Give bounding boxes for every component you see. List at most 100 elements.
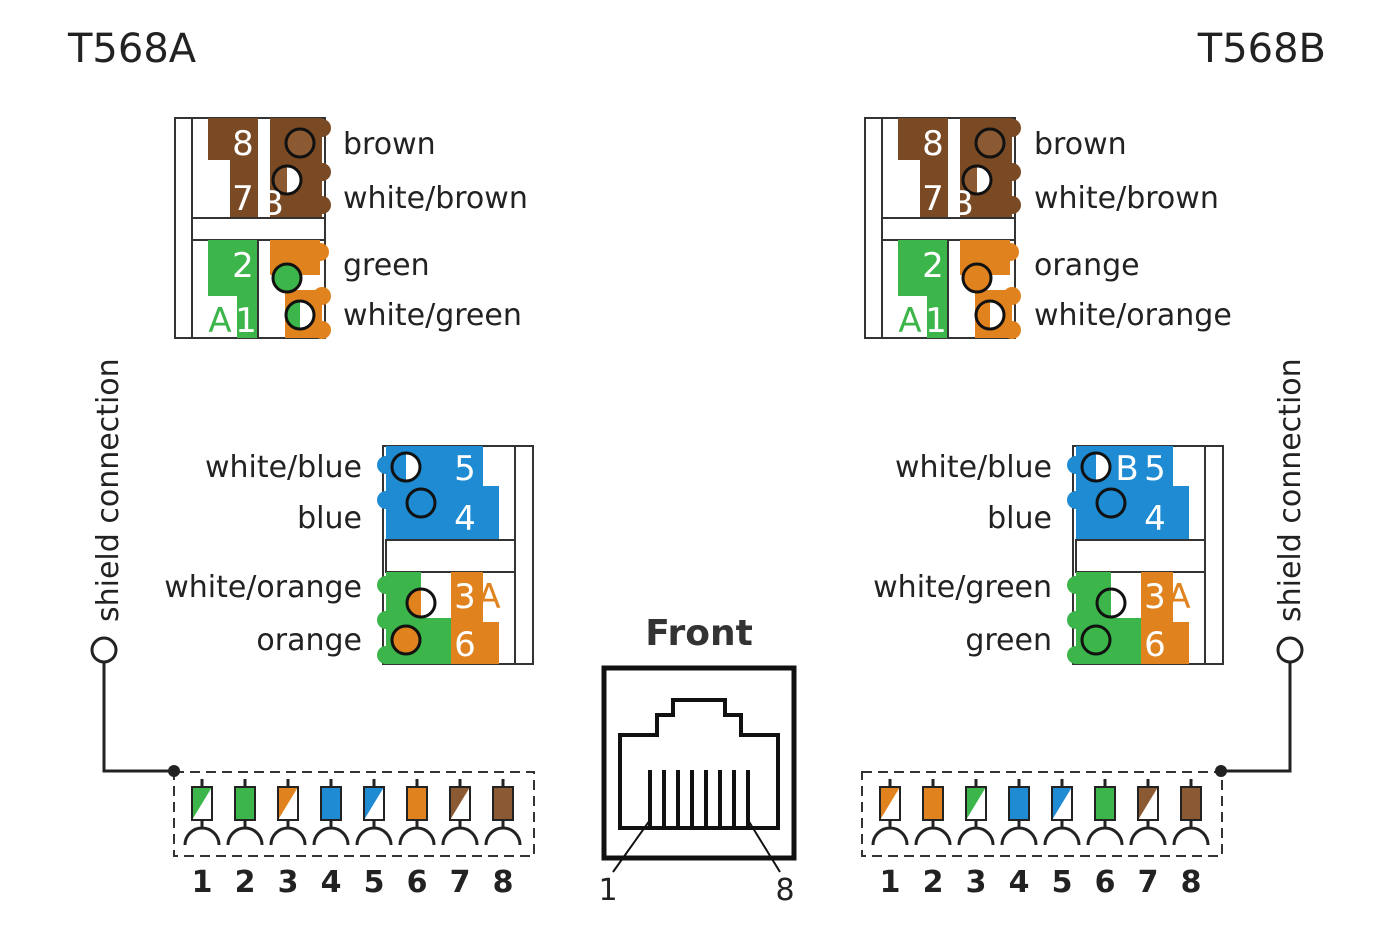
- t568b-pin-number-2: 2: [923, 865, 944, 900]
- t568a-lower-wire-4: [390, 624, 422, 656]
- t568b-lower-divider: [1075, 539, 1206, 573]
- t568a-lower-mark-b: B: [425, 449, 448, 489]
- strip-bump: [377, 646, 395, 664]
- t568a-upper-wire-4: [284, 299, 316, 331]
- label-right-upper-4: white/orange: [1034, 298, 1232, 333]
- pin-contact: [183, 820, 221, 846]
- t568a-upper-mark-1: 1: [235, 301, 257, 341]
- t568b-lower-mark-b: B: [1115, 449, 1138, 489]
- strip-bump: [1001, 243, 1019, 261]
- t568a-pin-number-5: 5: [364, 865, 385, 900]
- pin-contact: [226, 820, 264, 846]
- label-left-upper-3: green: [343, 248, 430, 283]
- pin-contact: [441, 820, 479, 846]
- t568a-pin-number-3: 3: [278, 865, 299, 900]
- t568a-lower-mark-4: 4: [454, 499, 476, 539]
- t568b-pin-number-6: 6: [1095, 865, 1116, 900]
- t568a-pin-number-6: 6: [407, 865, 428, 900]
- right-shield-wire: [1220, 662, 1292, 773]
- pin-fill: [1009, 787, 1029, 820]
- t568a-pin-number-8: 8: [493, 865, 514, 900]
- front-label: Front: [645, 613, 753, 654]
- strip-bump: [1003, 196, 1021, 214]
- strip-bump: [377, 456, 395, 474]
- circle-outline: [390, 451, 422, 483]
- label-right-upper-2: white/brown: [1034, 181, 1219, 216]
- t568a-upper-rail: [174, 117, 193, 339]
- t568b-pin-box: [861, 771, 1223, 857]
- t568b-pin-1: [871, 779, 909, 846]
- t568a-pin-6: [398, 779, 436, 846]
- t568a-pin-7: [441, 779, 479, 846]
- t568b-lower-mark-a: A: [1167, 577, 1190, 617]
- right-shield-node: [1215, 765, 1227, 777]
- strip-bump: [1003, 287, 1021, 305]
- label-right-lower-2: blue: [987, 501, 1052, 536]
- t568a-pin-2: [226, 779, 264, 846]
- left-shield-node: [168, 765, 180, 777]
- t568a-upper-wire-2: [271, 164, 303, 196]
- t568b-pin-number-8: 8: [1181, 865, 1202, 900]
- strip-bump: [377, 576, 395, 594]
- t568a-lower-green-inner: [421, 618, 451, 664]
- label-left-upper-2: white/brown: [343, 181, 528, 216]
- pin-color-half: [364, 787, 384, 820]
- strip-bump: [1067, 576, 1085, 594]
- t568a-upper-mark-a: A: [208, 301, 231, 341]
- pin-contact: [871, 820, 909, 846]
- pin-contact: [484, 820, 522, 846]
- t568b-upper-divider: [881, 217, 1016, 241]
- t568b-lower-rail: [1204, 445, 1224, 665]
- t568b-lower-blue-column: [1141, 446, 1189, 540]
- t568a-pin-1: [183, 779, 221, 846]
- t568b-lower-wire-1: [1080, 451, 1112, 483]
- pin-fill: [923, 787, 943, 820]
- t568a-upper-brown-column: [208, 118, 258, 218]
- label-right-upper-1: brown: [1034, 127, 1127, 162]
- strip-bump: [1003, 119, 1021, 137]
- strip-bump: [377, 491, 395, 509]
- pin-contact: [355, 820, 393, 846]
- t568b-lower-green-inner: [1111, 618, 1141, 664]
- pin-fill: [407, 787, 427, 820]
- circle-outline: [961, 164, 993, 196]
- t568a-pin-4: [312, 779, 350, 846]
- t568a-upper-wire-1: [284, 127, 316, 159]
- pin-contact: [1043, 820, 1081, 846]
- strip-bump: [313, 119, 331, 137]
- t568a-lower-mark-a: A: [477, 577, 500, 617]
- t568b-lower-mark-5: 5: [1144, 449, 1166, 489]
- pin-color-half: [278, 787, 298, 820]
- pin-contact: [312, 820, 350, 846]
- t568b-lower-mark-3: 3: [1144, 577, 1166, 617]
- pin-contact: [957, 820, 995, 846]
- t568a-lower-divider: [385, 539, 516, 573]
- t568b-lower-wire-2: [1095, 487, 1127, 519]
- t568b-upper-mark-8: 8: [922, 124, 944, 164]
- t568b-upper-brown-column: [898, 118, 948, 218]
- t568b-pin-3: [957, 779, 995, 846]
- t568a-lower-rail: [514, 445, 534, 665]
- t568b-upper-wire-3: [961, 262, 993, 294]
- label-right-upper-3: orange: [1034, 248, 1140, 283]
- label-left-lower-2: blue: [297, 501, 362, 536]
- front-pin1-leader: [612, 819, 651, 873]
- left-shield-wire: [102, 662, 175, 773]
- t568a-lower-wire-1: [390, 451, 422, 483]
- pin-color-half: [192, 787, 212, 820]
- t568b-upper-wire-4: [974, 299, 1006, 331]
- t568b-pin-6: [1086, 779, 1124, 846]
- t568b-lower-mark-6: 6: [1144, 625, 1166, 665]
- t568b-pin-5: [1043, 779, 1081, 846]
- t568b-pin-number-7: 7: [1138, 865, 1159, 900]
- label-left-lower-3: white/orange: [164, 570, 362, 605]
- front-pin-last: 8: [775, 873, 794, 908]
- t568b-upper-mark-2: 2: [922, 246, 944, 286]
- strip-bump: [313, 287, 331, 305]
- pin-contact: [1000, 820, 1038, 846]
- pin-fill: [321, 787, 341, 820]
- label-right-lower-1: white/blue: [895, 450, 1052, 485]
- strip-bump: [311, 243, 329, 261]
- label-left-upper-4: white/green: [343, 298, 522, 333]
- t568a-upper-wire-3: [271, 262, 303, 294]
